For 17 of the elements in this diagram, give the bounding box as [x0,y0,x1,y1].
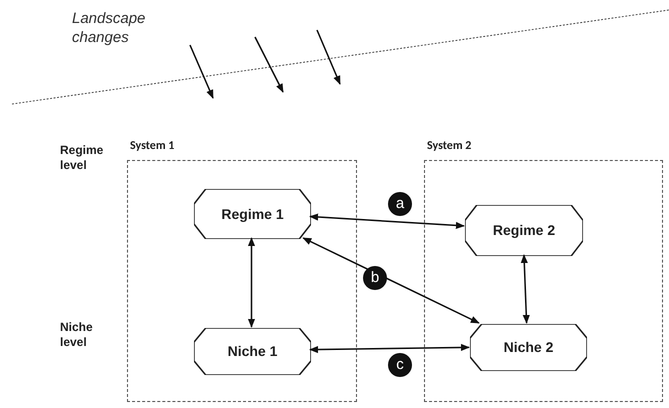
double-arrow [520,254,530,324]
double-arrow [309,213,465,230]
double-arrow [302,237,480,324]
double-arrow [248,237,256,328]
edge-label-badge: c [388,353,412,377]
system-heading: System 1 [130,138,174,155]
level-label: Niche level [60,320,94,350]
octagon-node: Regime 2 [465,205,583,256]
octagon-node: Niche 1 [194,328,311,375]
edge-label-badge: a [388,192,412,216]
level-label: Regime level [60,143,104,173]
octagon-node: Regime 1 [194,189,311,239]
double-arrow [309,344,470,354]
system-heading: System 2 [427,138,472,155]
landscape-label: Landscape changes [72,10,146,48]
octagon-node: Niche 2 [470,324,587,371]
edge-label-badge: b [363,266,387,290]
